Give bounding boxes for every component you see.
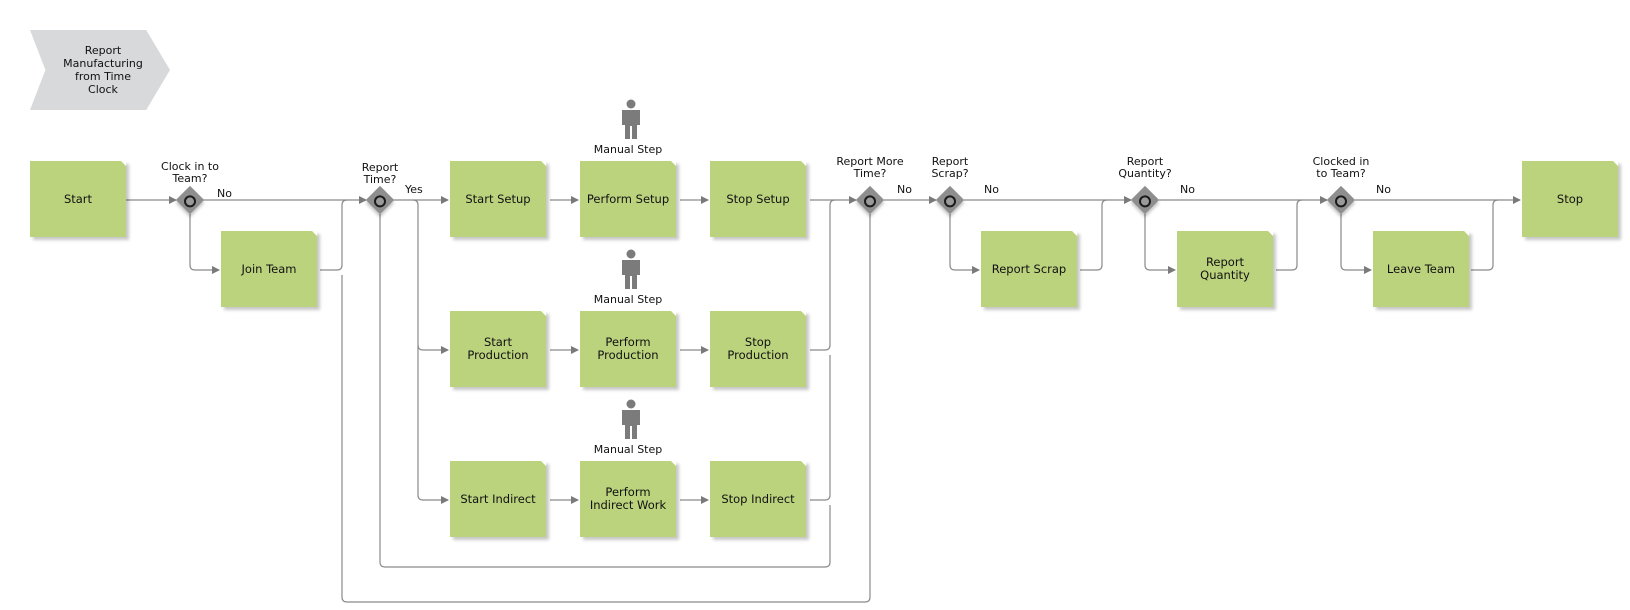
report-more-time-gateway-label: Report More Time? — [836, 155, 904, 180]
report-quantity-no-label: No — [1180, 183, 1195, 196]
clocked-in-no-label: No — [1376, 183, 1391, 196]
report-quantity-box[interactable]: Report Quantity — [1177, 231, 1273, 307]
start-setup-box[interactable]: Start Setup — [450, 161, 546, 237]
process-title-chevron: Report Manufacturing from Time Clock — [30, 30, 170, 110]
manual-step-label: Manual Step — [593, 293, 663, 306]
start-box[interactable]: Start — [30, 161, 126, 237]
report-scrap-no-label: No — [984, 183, 999, 196]
stop-setup-box[interactable]: Stop Setup — [710, 161, 806, 237]
stop-production-box[interactable]: Stop Production — [710, 311, 806, 387]
leave-team-box[interactable]: Leave Team — [1373, 231, 1469, 307]
stop-box[interactable]: Stop — [1522, 161, 1618, 237]
stop-indirect-box[interactable]: Stop Indirect — [710, 461, 806, 537]
manual-step-label: Manual Step — [593, 143, 663, 156]
manual-step-label: Manual Step — [593, 443, 663, 456]
report-scrap-box[interactable]: Report Scrap — [981, 231, 1077, 307]
perform-production-box[interactable]: Perform Production — [580, 311, 676, 387]
report-quantity-gateway-label: Report Quantity? — [1118, 155, 1172, 180]
perform-setup-box[interactable]: Perform Setup — [580, 161, 676, 237]
process-title: Report Manufacturing from Time Clock — [63, 44, 143, 96]
start-indirect-box[interactable]: Start Indirect — [450, 461, 546, 537]
report-time-yes-label: Yes — [405, 183, 423, 196]
clock-in-no-label: No — [217, 187, 232, 200]
report-more-time-no-label: No — [897, 183, 912, 196]
person-icon — [622, 399, 640, 439]
person-icon — [622, 249, 640, 289]
clock-in-gateway-label: Clock in to Team? — [161, 160, 219, 185]
report-time-gateway-label: Report Time? — [361, 161, 399, 186]
person-icon — [622, 99, 640, 139]
join-team-box[interactable]: Join Team — [221, 231, 317, 307]
start-production-box[interactable]: Start Production — [450, 311, 546, 387]
clocked-in-gateway-label: Clocked in to Team? — [1312, 155, 1370, 180]
perform-indirect-box[interactable]: Perform Indirect Work — [580, 461, 676, 537]
report-scrap-gateway-label: Report Scrap? — [931, 155, 969, 180]
